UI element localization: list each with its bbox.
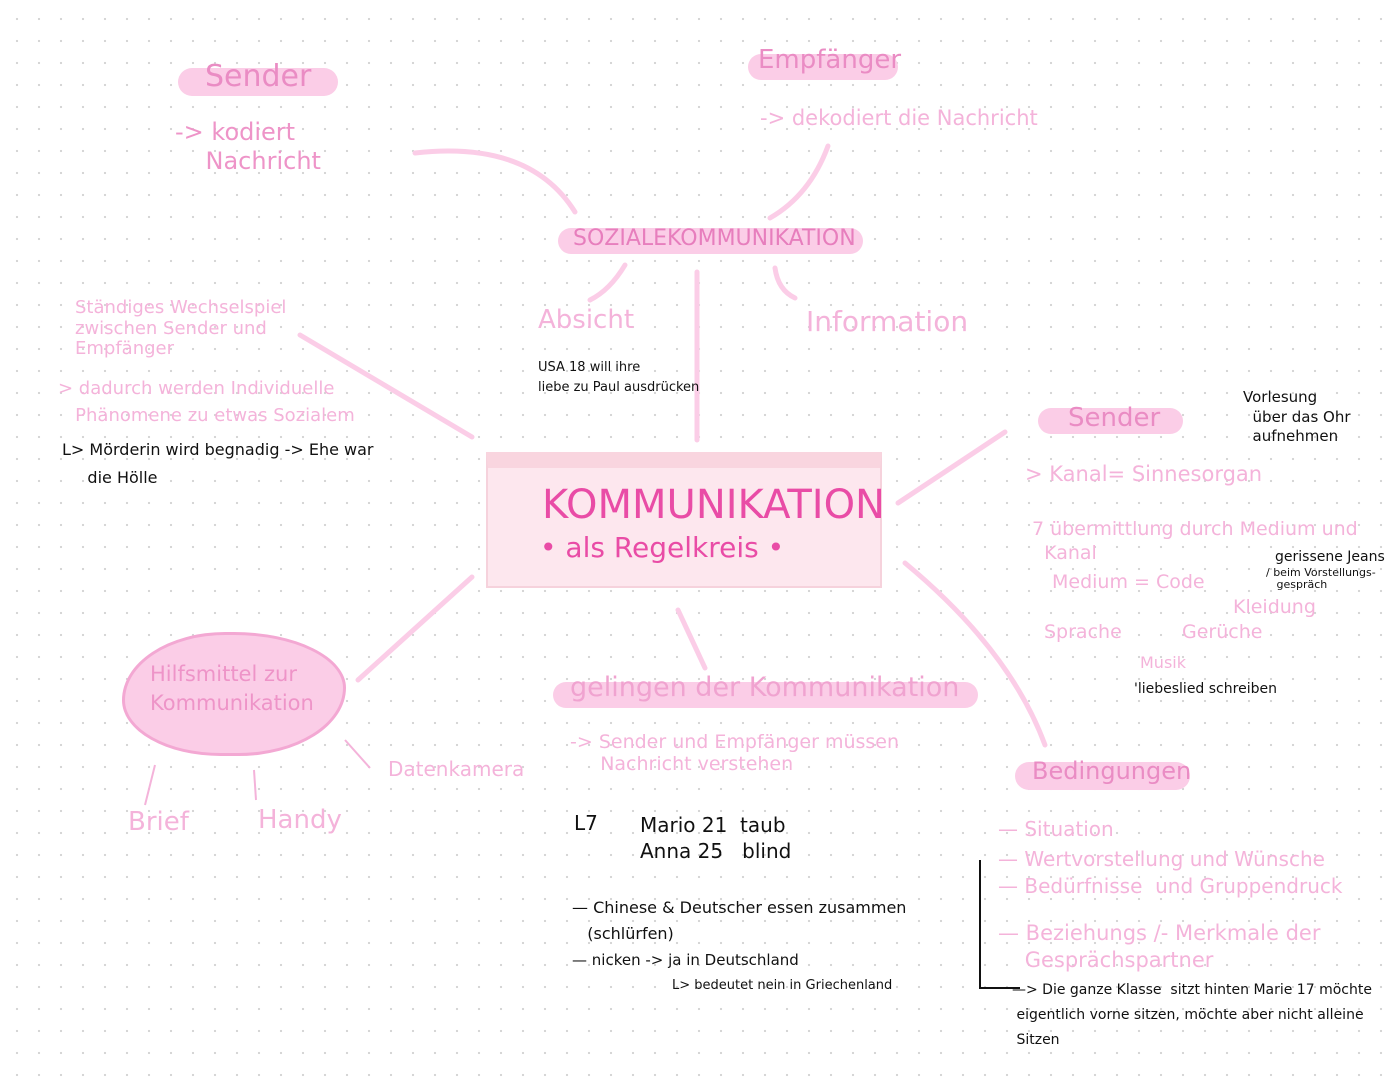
sender-right-title: Sender xyxy=(1068,403,1161,433)
hilfsmittel-cloud xyxy=(122,632,346,756)
gelingen-example1: Mario 21 taub Anna 25 blind xyxy=(640,813,792,863)
medium-gerueche: Gerüche xyxy=(1182,621,1263,643)
kanal-note: Vorlesung über das Ohr aufnehmen xyxy=(1243,388,1351,445)
hilfsmittel-title: Hilfsmittel zur Kommunikation xyxy=(150,662,314,716)
jeans-context: / beim Vorstellungs- gespräch xyxy=(1266,566,1376,592)
bedingung-item: — Beziehungs /- Merkmale der Gesprächspa… xyxy=(998,921,1321,973)
left-note-example: L> Mörderin wird begnadig -> Ehe war die… xyxy=(62,440,374,487)
absicht-example: USA 18 will ihre liebe zu Paul ausdrücke… xyxy=(538,360,700,395)
empfaenger-highlight xyxy=(748,54,898,80)
gelingen-title: gelingen der Kommunikation xyxy=(570,672,960,703)
sender-top-highlight xyxy=(178,68,338,96)
gelingen-example-arrow: L7 xyxy=(574,811,598,835)
bedingungen-highlight xyxy=(1015,762,1190,790)
kanal-text: > Kanal= Sinnesorgan xyxy=(1025,462,1263,486)
musik-note: 'liebeslied schreiben xyxy=(1134,681,1277,697)
sender-top-text: -> kodiert Nachricht xyxy=(175,118,321,175)
central-title: KOMMUNIKATION xyxy=(542,482,885,528)
hilfsmittel-handy: Handy xyxy=(258,805,342,835)
left-note-text2: > dadurch werden Individuelle Phänomene … xyxy=(58,378,355,426)
central-subtitle: • als Regelkreis • xyxy=(540,531,785,564)
empfaenger-text: -> dekodiert die Nachricht xyxy=(760,106,1038,130)
central-topic-box: KOMMUNIKATION • als Regelkreis • xyxy=(486,452,885,588)
left-note-text: Ständiges Wechselspiel zwischen Sender u… xyxy=(75,297,287,360)
bedingungen-example: —> Die ganze Klasse sitzt hinten Marie 1… xyxy=(1012,982,1372,1049)
empfaenger-title: Empfänger xyxy=(758,45,902,75)
information-label: Information xyxy=(806,305,969,338)
sozial-highlight xyxy=(558,228,863,254)
medium-musik: Musik xyxy=(1140,653,1186,672)
bedingung-item: — Situation xyxy=(998,817,1114,841)
bedingung-item: — Bedürfnisse und Gruppendruck xyxy=(998,874,1343,898)
bedingungen-title: Bedingungen xyxy=(1032,757,1192,785)
bedingung-item: — Wertvorstellung und Wünsche xyxy=(998,847,1325,871)
gelingen-example3: — nicken -> ja in Deutschland xyxy=(572,951,799,969)
medium-sprache: Sprache xyxy=(1044,621,1122,643)
hilfsmittel-datenkamera: Datenkamera xyxy=(388,757,525,781)
sozial-title: SOZIALEKOMMUNIKATION xyxy=(573,226,856,251)
gelingen-example2: — Chinese & Deutscher essen zusammen (sc… xyxy=(572,898,907,943)
medium-text: Medium = Code xyxy=(1052,571,1205,593)
sender-right-highlight xyxy=(1038,408,1183,434)
jeans-note: gerissene Jeans xyxy=(1275,549,1385,565)
uebermittlung-text: 7 übermittlung durch Medium und Kanal xyxy=(1032,518,1358,564)
absicht-label: Absicht xyxy=(538,305,635,335)
gelingen-highlight xyxy=(553,682,978,708)
gelingen-example3b: L> bedeutet nein in Griechenland xyxy=(672,978,893,993)
hilfsmittel-brief: Brief xyxy=(128,807,189,837)
gelingen-text: -> Sender und Empfänger müssen Nachricht… xyxy=(570,731,900,775)
medium-kleidung: Kleidung xyxy=(1233,596,1316,618)
sender-top-title: Sender xyxy=(205,59,312,94)
